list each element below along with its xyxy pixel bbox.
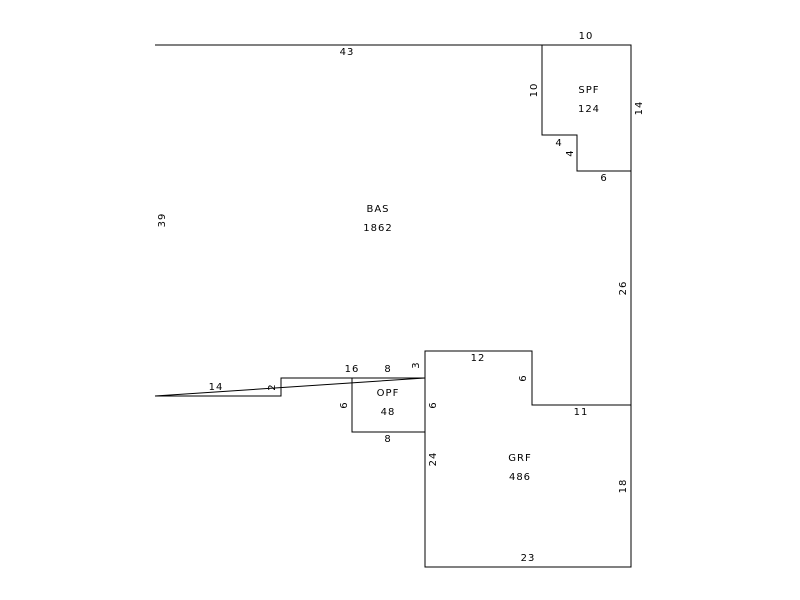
dim-bas-bottom: 14: [209, 382, 224, 393]
dim-opf-top: 8: [384, 364, 391, 375]
grf-area-label: 486: [509, 472, 531, 483]
dim-grf-notch-v: 6: [518, 374, 529, 381]
dim-spf-top: 10: [579, 31, 594, 42]
opf-area-label: 48: [381, 407, 396, 418]
dim-grf-step: 3: [411, 361, 422, 368]
spf-code-label: SPF: [578, 85, 599, 96]
dim-bas-top: 43: [340, 47, 355, 58]
dim-spf-notch-h: 4: [555, 138, 562, 149]
dim-grf-bottom: 23: [521, 553, 536, 564]
dim-spf-right: 14: [634, 101, 645, 116]
bas-area-label: 1862: [363, 223, 392, 234]
dim-opf-bottom: 8: [384, 434, 391, 445]
dim-grf-top: 12: [471, 353, 486, 364]
dim-bas-right: 26: [618, 281, 629, 296]
opf-outline: [351, 378, 425, 433]
dim-opf-left: 6: [339, 401, 350, 408]
dim-bas-left: 39: [157, 213, 168, 228]
dim-spf-left: 10: [529, 83, 540, 98]
grf-code-label: GRF: [508, 453, 531, 464]
dim-bas-step: 2: [267, 383, 278, 390]
opf-code-label: OPF: [377, 388, 400, 399]
spf-outline: [541, 45, 631, 172]
grf-outline: [424, 350, 632, 568]
dim-grf-notch-h: 11: [574, 407, 589, 418]
dim-grf-left: 24: [428, 452, 439, 467]
bas-code-label: BAS: [366, 204, 389, 215]
dim-bas-bottom-mid: 16: [345, 364, 360, 375]
dim-spf-notch-v: 4: [565, 149, 576, 156]
spf-area-label: 124: [578, 104, 600, 115]
dim-opf-right: 6: [428, 401, 439, 408]
bas-outline: [154, 44, 632, 405]
dim-grf-right: 18: [618, 479, 629, 494]
dim-spf-bottom: 6: [600, 173, 607, 184]
